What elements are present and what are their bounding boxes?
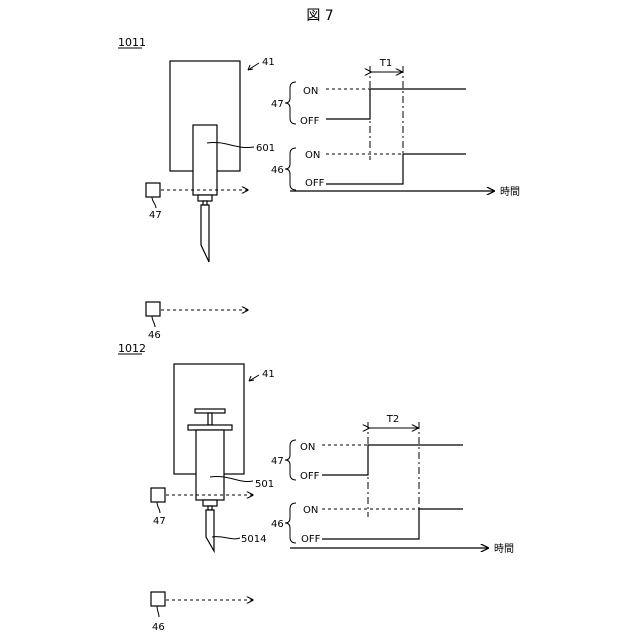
t1-label: T1: [379, 58, 392, 69]
row-ref-47: 47: [271, 99, 284, 110]
t2-label: T2: [386, 414, 399, 425]
sensor-46-ref: 46: [152, 622, 165, 633]
row-47-signal: [326, 89, 466, 119]
sensor-46-leader: [152, 316, 155, 327]
plunger-flange: [195, 409, 225, 413]
tip-ref: 5014: [241, 534, 266, 545]
sensor-47-leader: [152, 197, 156, 208]
sensor-46-leader: [157, 606, 159, 617]
sensor-47-ref: 47: [153, 516, 166, 527]
time-axis-1-label: 時間: [500, 186, 520, 198]
row-47-signal: [322, 445, 463, 475]
row-46-on-label: ON: [305, 150, 320, 161]
row-ref-46: 46: [271, 519, 284, 530]
needle-601: [201, 205, 209, 262]
needle-body-601: [193, 125, 217, 195]
row-47-on-label: ON: [303, 86, 318, 97]
brace-47: [285, 82, 296, 124]
sensor-46: [151, 592, 165, 606]
brace-46: [285, 148, 296, 190]
row-46-on-label: ON: [303, 505, 318, 516]
sensor-47-ref: 47: [149, 210, 162, 221]
row-ref-47: 47: [271, 456, 284, 467]
syringe-hub: [203, 500, 217, 506]
needle-5014: [206, 510, 214, 551]
panel-label: 1012: [118, 342, 146, 355]
sensor-46-ref: 46: [148, 330, 161, 341]
row-47-off-label: OFF: [300, 116, 320, 127]
row-47-off-label: OFF: [300, 471, 320, 482]
timing-chart-1: 47 ON OFF 46 ON OFF T1 時間: [271, 58, 520, 198]
row-46-off-label: OFF: [301, 534, 321, 545]
syringe-barrel-501: [196, 430, 224, 500]
syringe-ref: 501: [255, 479, 274, 490]
brace-47: [285, 440, 296, 480]
timing-chart-2: 47 ON OFF 46 ON OFF T2 時間: [271, 414, 514, 555]
row-46-signal: [322, 509, 463, 539]
row-46-signal: [326, 154, 466, 184]
sensor-46: [146, 302, 160, 316]
row-47-on-label: ON: [300, 442, 315, 453]
figure-title: 図 7: [306, 8, 333, 24]
sensor-47: [151, 488, 165, 502]
plunger-rod: [208, 413, 212, 425]
panel-1012: 1012 41 501 5014 47 46 47 ON: [118, 342, 514, 633]
needle-hub: [198, 195, 212, 201]
panel-1011: 1011 41 601 47 46 47 ON OFF: [118, 36, 520, 341]
barrel-flange: [188, 425, 232, 430]
sensor-47: [146, 183, 160, 197]
sensor-47-leader: [157, 502, 160, 513]
brace-46: [285, 503, 296, 543]
needle-ref: 601: [256, 143, 275, 154]
holder-ref: 41: [262, 369, 275, 380]
panel-label: 1011: [118, 36, 146, 49]
holder-ref: 41: [262, 57, 275, 68]
time-axis-2-label: 時間: [494, 543, 514, 555]
row-ref-46: 46: [271, 165, 284, 176]
tip-leader: [212, 537, 240, 539]
row-46-off-label: OFF: [305, 178, 325, 189]
